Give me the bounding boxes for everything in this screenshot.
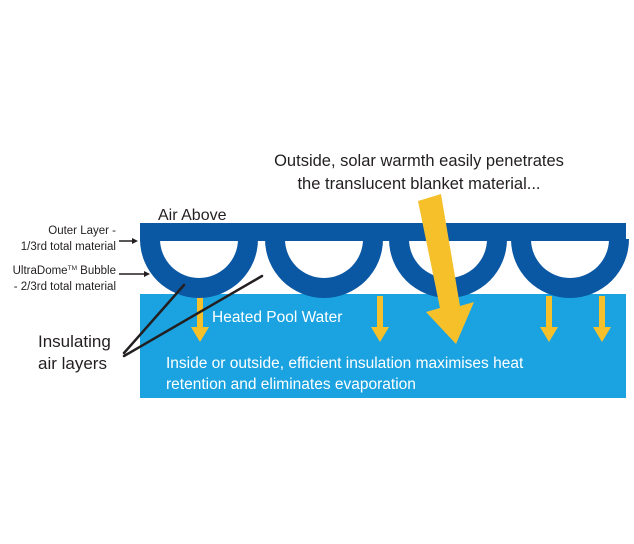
- bubble-dome: [511, 239, 629, 298]
- air-above-label: Air Above: [158, 207, 227, 224]
- outer-layer-label-1: Outer Layer -: [48, 225, 116, 237]
- bottom-text-line-2: retention and eliminates evaporation: [166, 376, 416, 393]
- bubble-dome: [140, 239, 258, 298]
- heat-arrow-icon: [371, 296, 389, 342]
- bubble-label-2: - 2/3rd total material: [14, 281, 116, 293]
- insulating-label-1: Insulating: [38, 332, 111, 351]
- outer-layer: [140, 223, 626, 241]
- annotation-line-2: the translucent blanket material...: [297, 175, 540, 193]
- outer-layer-label-2: 1/3rd total material: [21, 241, 116, 253]
- bubble-dome: [265, 239, 383, 298]
- bubble-name: UltraDome: [13, 265, 68, 277]
- bubble-word: Bubble: [77, 265, 116, 277]
- heat-arrow-icon: [540, 296, 558, 342]
- insulating-leader-lines: [122, 274, 264, 358]
- bubble-pointer: [119, 271, 150, 277]
- outer-layer-pointer: [119, 238, 138, 244]
- bottom-text-line-1: Inside or outside, efficient insulation …: [166, 355, 524, 372]
- annotation-line-1: Outside, solar warmth easily penetrates: [274, 152, 564, 170]
- water-label: Heated Pool Water: [212, 309, 342, 326]
- solar-arrow-icon: [418, 194, 474, 344]
- trademark-mark: TM: [68, 265, 77, 272]
- solar-blanket: [140, 223, 629, 298]
- heat-arrow-icon: [593, 296, 611, 342]
- insulating-label-2: air layers: [38, 354, 107, 373]
- bubble-dome: [389, 239, 507, 298]
- heat-arrow-icon: [191, 296, 209, 342]
- heat-arrows: [191, 296, 611, 342]
- bubble-label-1: UltraDomeTM Bubble: [13, 265, 116, 277]
